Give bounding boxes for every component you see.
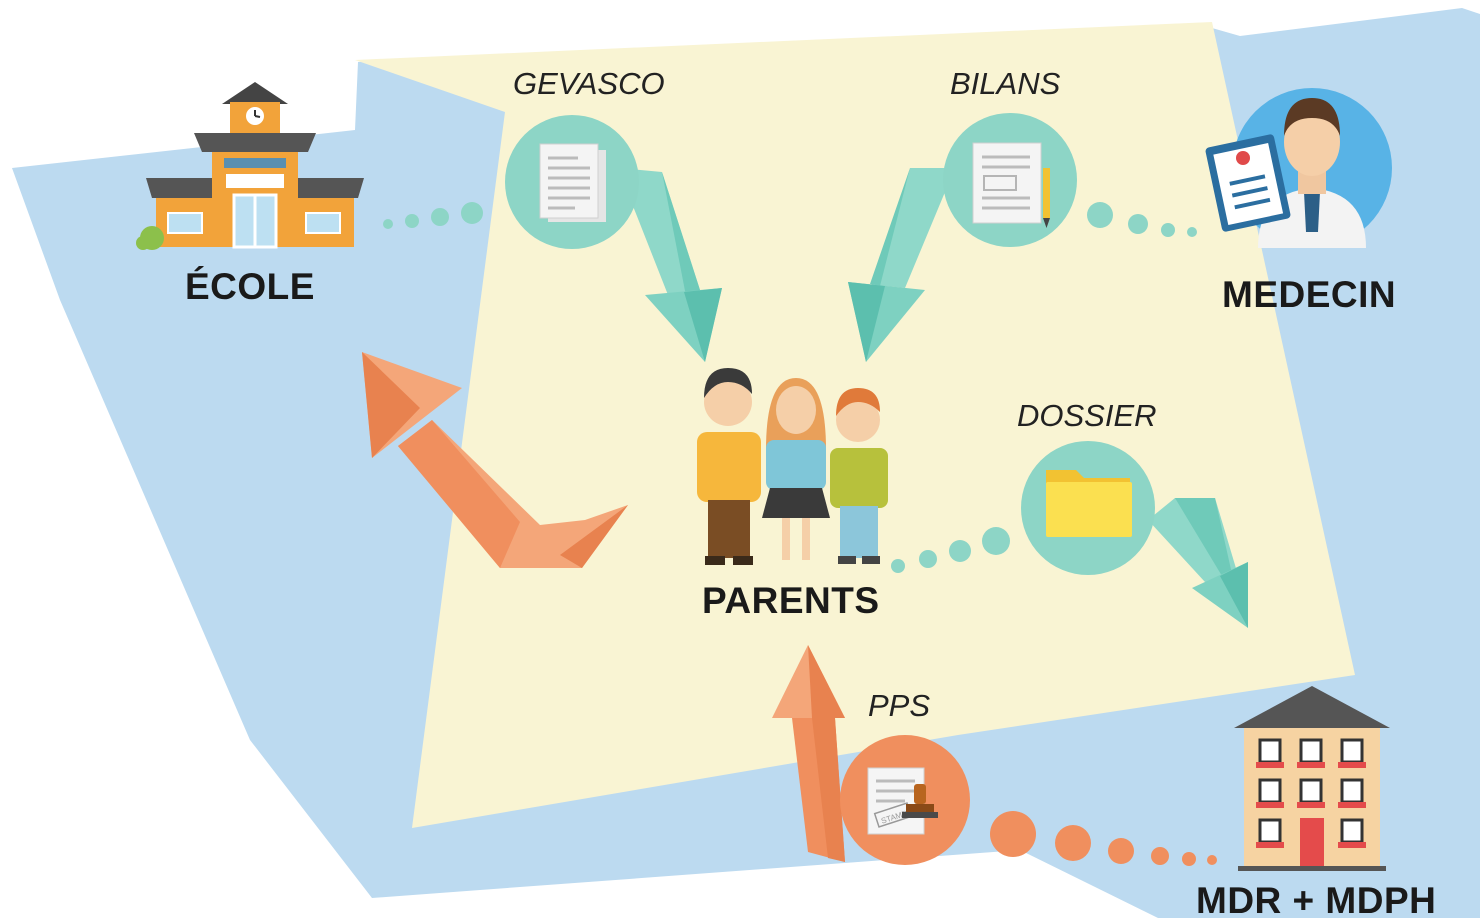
arrow-bilans-to-parents (848, 168, 955, 362)
dots-pps-mdph (990, 811, 1217, 866)
pps-stamp-icon: STAMP (840, 735, 970, 865)
arrow-gevasco-to-parents (618, 168, 722, 362)
doctor-icon (1205, 88, 1392, 248)
school-building-icon (136, 82, 364, 250)
medecin-label: MEDECIN (1222, 274, 1397, 315)
mdph-building-icon (1234, 686, 1390, 871)
dossier-folder-icon (1021, 441, 1155, 575)
arrow-parents-to-ecole (362, 352, 628, 568)
dots-parents-dossier (891, 527, 1010, 573)
pps-label: PPS (868, 688, 931, 723)
dossier-label: DOSSIER (1017, 398, 1157, 433)
bilans-document-icon (943, 113, 1077, 247)
family-icon (697, 368, 888, 565)
parents-label: PARENTS (702, 580, 880, 621)
dots-bilans-medecin (1087, 202, 1197, 237)
arrow-pps-to-parents (772, 645, 845, 862)
mdr-mdph-label: MDR + MDPH (1196, 880, 1437, 921)
arrow-dossier-to-mdph (1148, 498, 1248, 628)
gevasco-label: GEVASCO (513, 66, 665, 101)
ecole-label: ÉCOLE (185, 266, 315, 307)
dots-ecole-gevasco (383, 202, 483, 229)
bilans-label: BILANS (950, 66, 1061, 101)
gevasco-document-icon (505, 115, 639, 249)
